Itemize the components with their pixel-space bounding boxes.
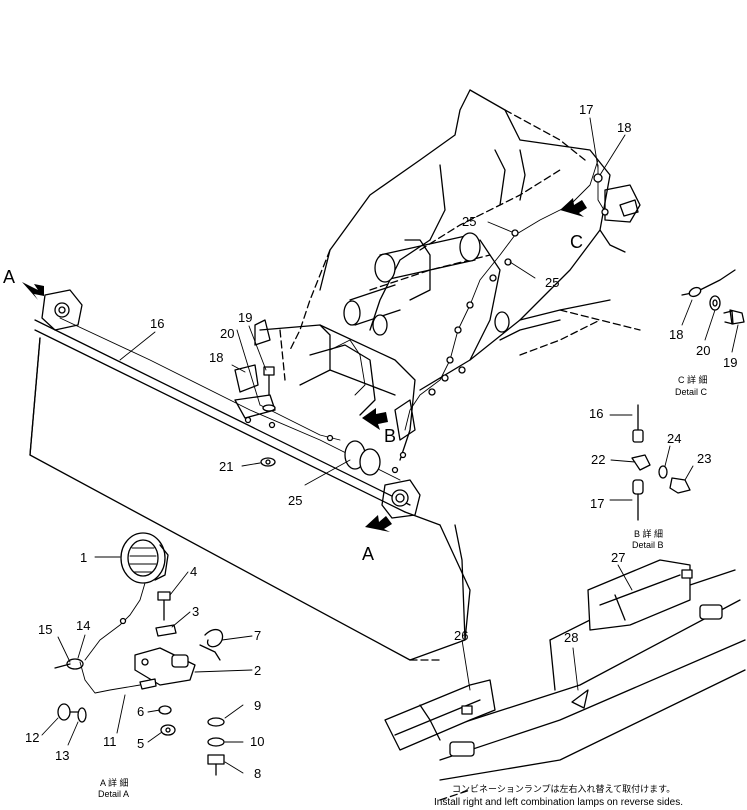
view-arrow-c <box>560 198 587 217</box>
footnote-jp: コンビネーションランプは左右入れ替えて取付けます。 <box>452 783 675 795</box>
part-numbers: 1 2 3 4 5 6 7 8 9 10 11 12 13 14 15 16 1… <box>25 102 737 781</box>
detail-b-caption-jp: B 詳 細 <box>634 528 663 539</box>
part-number-21: 21 <box>219 459 233 474</box>
view-marker-a-left: A <box>3 267 15 287</box>
part-number-18-detail-c: 18 <box>669 327 683 342</box>
part-number-16-detail-b: 16 <box>589 406 603 421</box>
part-number-16-blade: 16 <box>150 316 164 331</box>
part-number-25-arm-upper: 25 <box>462 214 476 229</box>
lamp-guard-assembly <box>384 559 746 801</box>
leader-lines <box>41 117 739 774</box>
blade <box>29 289 471 661</box>
part-number-23: 23 <box>697 451 711 466</box>
detail-c <box>681 269 745 325</box>
view-arrow-a-bottom <box>365 515 392 532</box>
part-number-5: 5 <box>137 736 144 751</box>
view-marker-a-bottom: A <box>362 544 374 564</box>
detail-c-caption-en: Detail C <box>675 387 708 397</box>
part-number-2: 2 <box>254 663 261 678</box>
part-number-26: 26 <box>454 628 468 643</box>
part-number-9: 9 <box>254 698 261 713</box>
part-number-25-arm-lower: 25 <box>545 275 559 290</box>
detail-captions: A 詳 細 Detail A B 詳 細 Detail B C 詳 細 Deta… <box>98 374 708 799</box>
part-number-25-blade: 25 <box>288 493 302 508</box>
part-number-13: 13 <box>55 748 69 763</box>
part-number-20-detail-c: 20 <box>696 343 710 358</box>
detail-a <box>54 532 225 776</box>
detail-b-caption-en: Detail B <box>632 540 664 550</box>
detail-a-caption-jp: A 詳 細 <box>100 777 129 788</box>
part-number-22: 22 <box>591 452 605 467</box>
part-number-28: 28 <box>564 630 578 645</box>
part-number-20-blade: 20 <box>220 326 234 341</box>
view-marker-b: B <box>384 426 396 446</box>
footnote-en: Install right and left combination lamps… <box>434 797 683 808</box>
part-number-19-blade: 19 <box>238 310 252 325</box>
footnote: コンビネーションランプは左右入れ替えて取付けます。 Install right … <box>434 783 683 808</box>
detail-c-caption-jp: C 詳 細 <box>678 374 708 385</box>
lift-link <box>254 319 416 476</box>
part-number-14: 14 <box>76 618 90 633</box>
part-number-18-blade: 18 <box>209 350 223 365</box>
blade-harness <box>59 317 401 481</box>
part-number-12: 12 <box>25 730 39 745</box>
part-number-27: 27 <box>611 550 625 565</box>
cross-pin <box>343 232 510 336</box>
part-number-1: 1 <box>80 550 87 565</box>
part-number-15: 15 <box>38 622 52 637</box>
arm-harness <box>404 159 609 431</box>
part-number-24: 24 <box>667 431 681 446</box>
part-number-7: 7 <box>254 628 261 643</box>
part-number-17-arm: 17 <box>579 102 593 117</box>
part-number-8: 8 <box>254 766 261 781</box>
view-markers: A A B C <box>3 232 583 564</box>
view-arrow-b <box>362 408 388 430</box>
part-number-19-detail-c: 19 <box>723 355 737 370</box>
part-number-10: 10 <box>250 734 264 749</box>
part-number-18-arm: 18 <box>617 120 631 135</box>
part-number-17-detail-b: 17 <box>590 496 604 511</box>
part-number-6: 6 <box>137 704 144 719</box>
part-number-11: 11 <box>103 734 117 749</box>
detail-b <box>631 404 691 521</box>
view-arrow-a-left <box>22 282 44 300</box>
part-number-4: 4 <box>190 564 197 579</box>
part-number-3: 3 <box>192 604 199 619</box>
view-arrows <box>22 198 587 532</box>
detail-a-caption-en: Detail A <box>98 789 129 799</box>
view-marker-c: C <box>570 232 583 252</box>
